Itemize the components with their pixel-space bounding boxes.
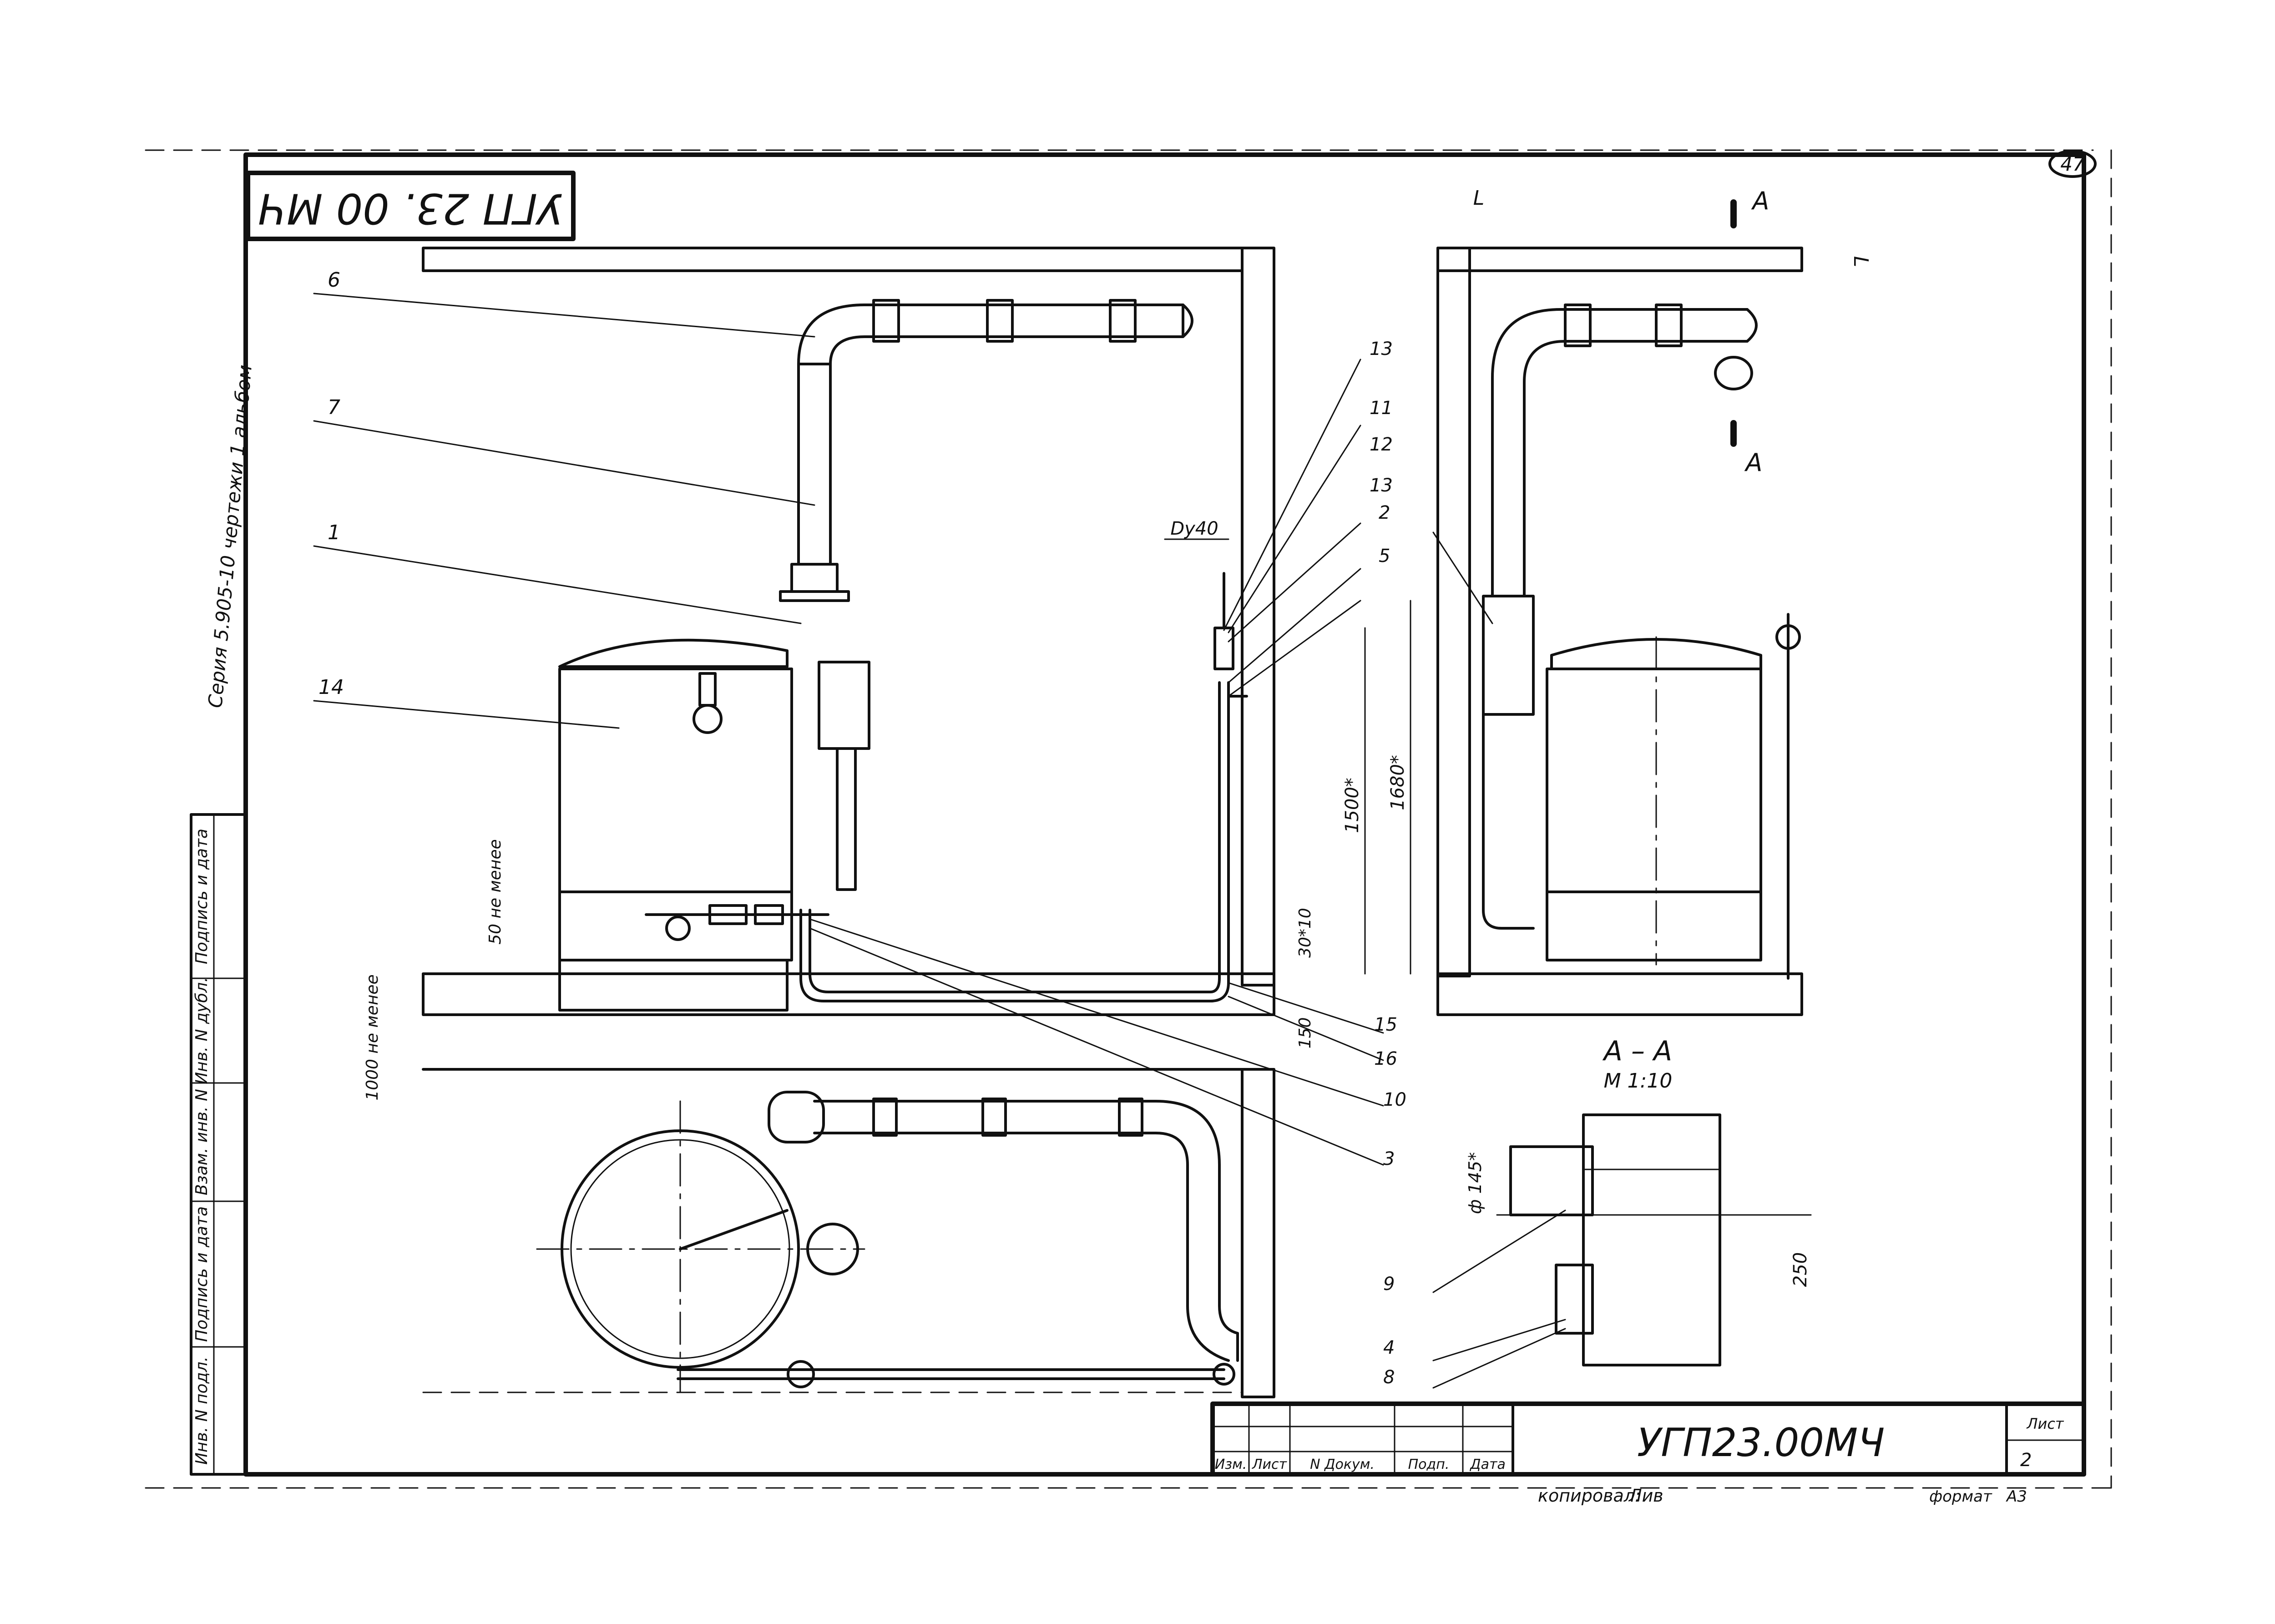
callout-2: 2 [1379, 502, 1390, 523]
tb-col-izm: Изм. [1215, 1457, 1247, 1472]
side-stamp-3: Взам. инв. N [192, 1089, 211, 1195]
detail-letter-top: L [1473, 187, 1485, 210]
boiler-tank [558, 638, 793, 961]
callout-7: 7 [328, 396, 340, 419]
callout-4: 4 [1383, 1337, 1395, 1358]
dim-1000-min: 1000 не менее [363, 974, 382, 1100]
callout-6: 6 [328, 268, 340, 292]
side-view [1436, 247, 1803, 1016]
callout-13b: 13 [1370, 475, 1393, 496]
side-stamp-1: Подпись и дата [192, 829, 211, 964]
section-aa: А – А М 1:10 ф 145* 250 [1465, 1035, 1812, 1366]
flue-pipe [779, 299, 1193, 891]
sheet-frame [145, 149, 2112, 1489]
page-number: 47 [2060, 153, 2085, 175]
callout-12: 12 [1370, 434, 1393, 455]
copied-signature: Лив [1628, 1486, 1663, 1506]
section-scale: М 1:10 [1604, 1069, 1673, 1093]
cut-letter-bottom: А [1744, 448, 1763, 477]
front-room [422, 247, 1275, 1016]
gas-pipeline [645, 572, 1248, 1002]
plan-view [422, 1068, 1275, 1398]
doc-code-rotated: УГП 23. 00 МЧ [258, 184, 563, 233]
cut-letter-top: А [1751, 187, 1769, 215]
callout-13a: 13 [1370, 339, 1393, 359]
dim-30x10: 30*10 [1296, 908, 1314, 958]
dim-150: 150 [1296, 1017, 1314, 1049]
callout-9: 9 [1383, 1274, 1395, 1295]
dimension-labels: Dy40 1500* 1680* 30*10 150 50 не менее 1… [363, 518, 1411, 1101]
callout-3: 3 [1383, 1148, 1395, 1169]
dim-diameter: ф 145* [1465, 1152, 1485, 1214]
dim-du40: Dy40 [1170, 518, 1218, 539]
doc-code-rotated-box: УГП 23. 00 МЧ [246, 171, 576, 241]
gauge-icon [693, 704, 723, 734]
dim-50-min: 50 не менее [486, 839, 505, 945]
section-title: А – А [1602, 1035, 1672, 1067]
cut-markers: А А L L [1473, 187, 1872, 477]
tb-sheet-label: Лист [2026, 1415, 2064, 1432]
callout-8: 8 [1383, 1367, 1395, 1388]
side-stamp: Подпись и дата Инв. N дубл. Взам. инв. N… [190, 813, 247, 1476]
tb-sheet-number: 2 [2020, 1450, 2032, 1471]
format-value: А3 [2006, 1487, 2027, 1506]
callout-15: 15 [1374, 1014, 1397, 1035]
callout-1: 1 [328, 521, 340, 544]
tb-col-doc: N Докум. [1310, 1457, 1375, 1472]
dim-1680: 1680* [1387, 755, 1408, 810]
callout-10: 10 [1383, 1089, 1406, 1110]
valve-icon [665, 916, 691, 941]
format-label: формат [1929, 1487, 1992, 1506]
detail-letter-side: L [1849, 256, 1872, 268]
page-number-stamp: 47 [2048, 150, 2097, 178]
title-doc-code: УГП23.00МЧ [1637, 1420, 1885, 1466]
callout-16: 16 [1374, 1048, 1397, 1069]
callout-11: 11 [1370, 398, 1393, 419]
side-stamp-2: Инв. N дубл. [192, 977, 211, 1084]
tb-col-list: Лист [1252, 1457, 1288, 1472]
series-note: Серия 5.905-10 чертежи 1 альбом [204, 364, 256, 709]
copied-by: копировал: [1538, 1486, 1641, 1506]
side-stamp-4: Подпись и дата [192, 1206, 211, 1342]
callout-5: 5 [1379, 546, 1390, 567]
side-stamp-5: Инв. N подл. [192, 1356, 211, 1465]
dim-250: 250 [1790, 1252, 1811, 1287]
callout-14: 14 [318, 676, 344, 699]
callouts: 6 7 1 14 13 11 12 13 2 5 15 16 10 3 9 4 … [313, 268, 1566, 1389]
title-block: Изм. Лист N Докум. Подп. Дата УГП23.00МЧ… [1210, 1401, 2086, 1477]
tb-col-date: Дата [1469, 1457, 1506, 1472]
tb-col-sign: Подп. [1408, 1457, 1450, 1472]
dim-1500: 1500* [1342, 778, 1363, 833]
